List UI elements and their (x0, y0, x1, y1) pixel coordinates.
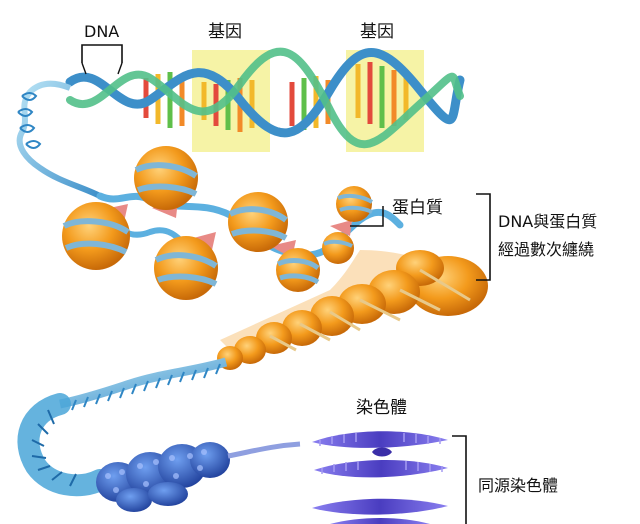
coiling-label-line1: DNA與蛋白質 (498, 212, 598, 231)
fiber-to-chromosome (227, 441, 301, 459)
dna-label: DNA (84, 22, 120, 41)
protein-label: 蛋白質 (392, 198, 443, 218)
nucleosome-icon (228, 192, 288, 252)
supercoil-segment (17, 393, 111, 497)
supercoil-ridges (31, 409, 77, 487)
coiled-fiber-lower (59, 357, 228, 409)
homologous-chromosomes-label: 同源染色體 (478, 476, 559, 495)
protein-linkers (100, 200, 352, 258)
nucleosome-icon (276, 248, 320, 292)
coiling-bracket (476, 193, 491, 281)
nucleosome-icon (336, 186, 374, 222)
dna-strand-1 (65, 48, 465, 138)
nucleosome-icon (322, 232, 354, 264)
nucleosomes (62, 146, 374, 300)
dna-pointer-left (81, 62, 87, 75)
coiling-label-line2: 經過數次纏繞 (498, 240, 595, 259)
condensed-chromatin-blue (96, 442, 230, 512)
homologous-bracket (452, 435, 467, 524)
coil-ridges (71, 363, 221, 411)
condensed-chromatin-fiber (217, 250, 488, 370)
coiled-fiber-top (16, 80, 102, 199)
x-shaped-chromosome-icon (312, 498, 448, 524)
chromosome-label: 染色體 (356, 398, 407, 418)
nucleosome-icon (134, 146, 198, 210)
gene-label-2: 基因 (360, 22, 394, 42)
nucleosome-icon (62, 202, 130, 270)
dna-pointer-right (117, 62, 123, 75)
nucleosome-icon (154, 236, 218, 300)
x-shaped-chromosome-icon (312, 431, 448, 478)
protein-leader-line (350, 206, 384, 227)
coil-loops (17, 92, 42, 149)
dna-strand-2 (66, 47, 464, 149)
gene-label-1: 基因 (208, 22, 242, 42)
dna-bracket (81, 44, 123, 63)
